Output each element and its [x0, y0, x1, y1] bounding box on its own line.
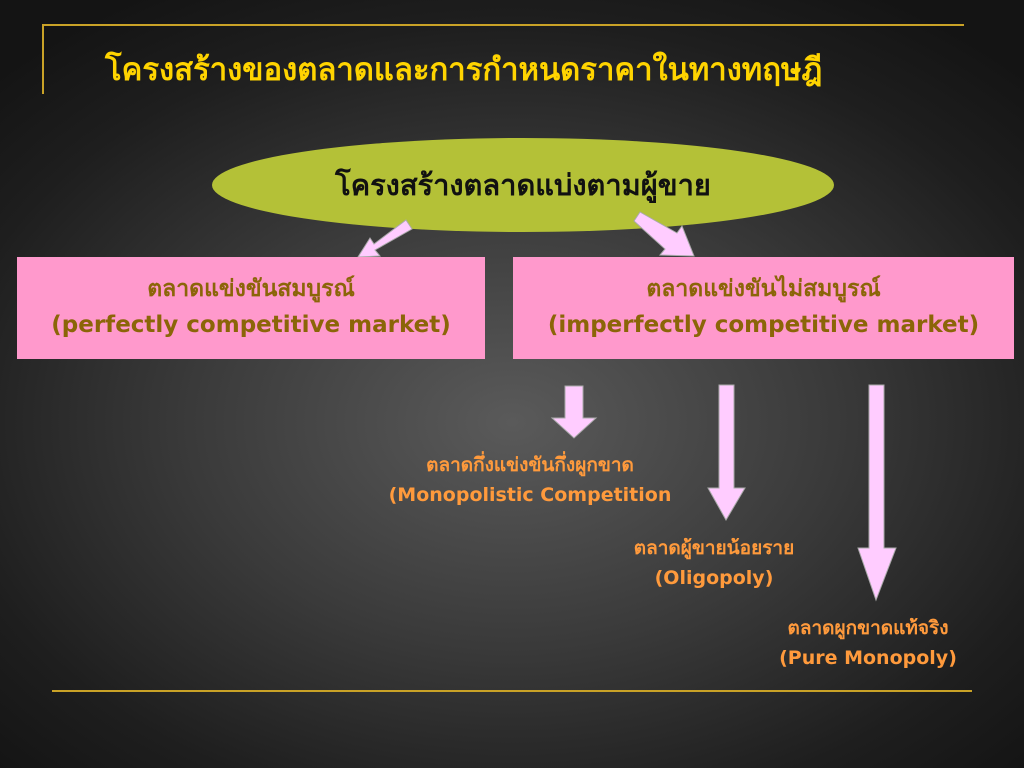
root-ellipse: โครงสร้างตลาดแบ่งตามผู้ขาย — [212, 138, 834, 232]
arrow-to-oligopoly — [707, 384, 746, 521]
monopolistic-competition-label: ตลาดกึ่งแข่งขันกึ่งผูกขาด (Monopolistic … — [360, 450, 700, 511]
imperfect-market-thai: ตลาดแข่งขันไม่สมบูรณ์ — [646, 276, 881, 303]
root-label: โครงสร้างตลาดแบ่งตามผู้ขาย — [335, 168, 711, 202]
pure-monopoly-english: (Pure Monopoly) — [779, 647, 957, 670]
arrow-to-pure-monopoly — [857, 384, 897, 602]
pure-monopoly-label: ตลาดผูกขาดแท้จริง (Pure Monopoly) — [750, 613, 986, 674]
monopolistic-thai: ตลาดกึ่งแข่งขันกึ่งผูกขาด — [426, 454, 634, 476]
arrow-to-perfect — [357, 219, 413, 258]
arrow-to-imperfect — [633, 211, 695, 257]
arrow-to-monopolistic — [550, 385, 598, 439]
oligopoly-thai: ตลาดผู้ขายน้อยราย — [633, 537, 795, 559]
left-rule — [42, 24, 44, 94]
pure-monopoly-thai: ตลาดผูกขาดแท้จริง — [787, 617, 949, 639]
oligopoly-english: (Oligopoly) — [654, 567, 774, 590]
perfect-market-box: ตลาดแข่งขันสมบูรณ์ (perfectly competitiv… — [17, 257, 485, 359]
monopolistic-english: (Monopolistic Competition — [388, 484, 672, 507]
top-rule — [42, 24, 964, 26]
oligopoly-label: ตลาดผู้ขายน้อยราย (Oligopoly) — [594, 533, 834, 594]
imperfect-market-english: (imperfectly competitive market) — [547, 312, 980, 338]
perfect-market-english: (perfectly competitive market) — [51, 312, 451, 338]
slide-title: โครงสร้างของตลาดและการกำหนดราคาในทางทฤษฎ… — [105, 52, 823, 88]
imperfect-market-box: ตลาดแข่งขันไม่สมบูรณ์ (imperfectly compe… — [513, 257, 1014, 359]
bottom-rule — [52, 690, 972, 692]
perfect-market-thai: ตลาดแข่งขันสมบูรณ์ — [147, 276, 355, 303]
